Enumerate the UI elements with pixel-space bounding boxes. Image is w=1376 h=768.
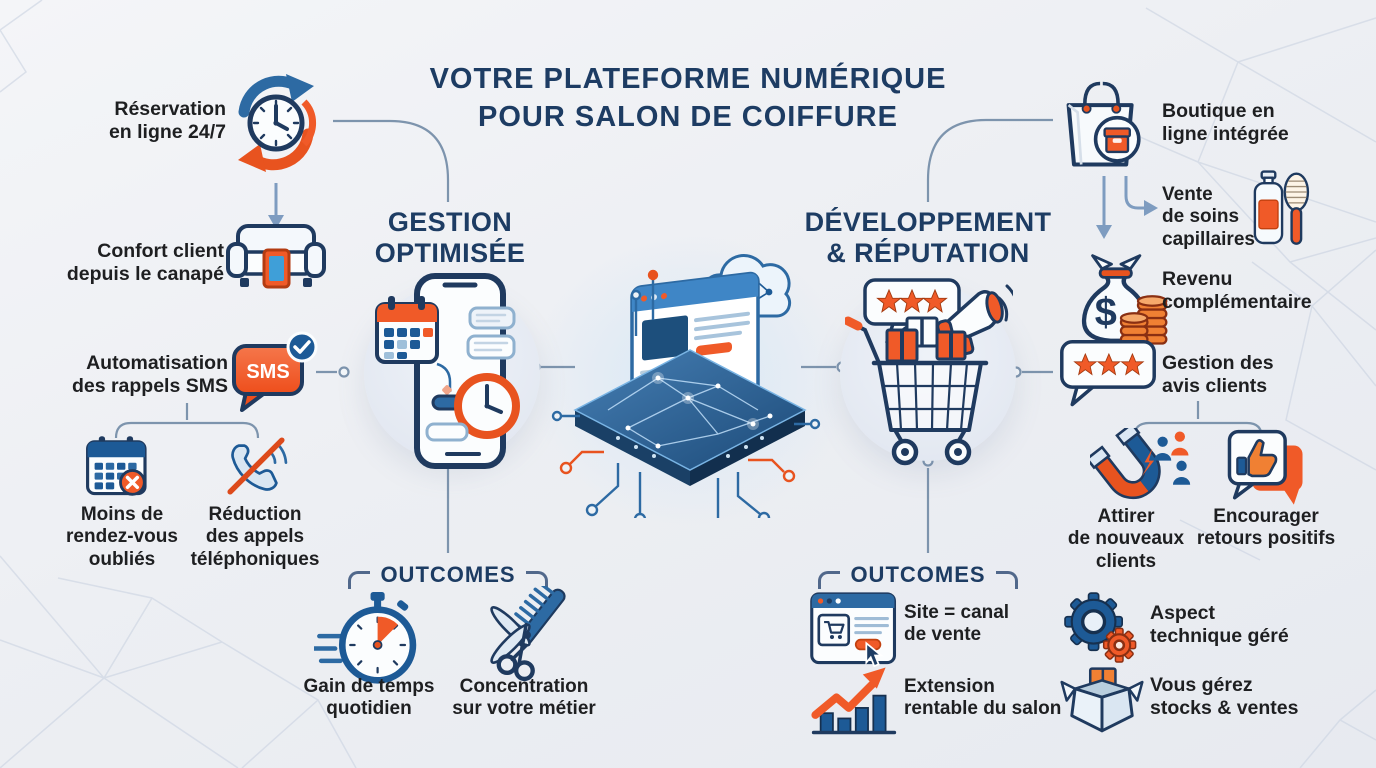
page-title: VOTRE PLATEFORME NUMÉRIQUE POUR SALON DE…: [429, 63, 947, 134]
stopwatch-icon: [314, 591, 417, 684]
revenu-label: Revenu complémentaire: [1162, 268, 1312, 313]
developpement-heading: DÉVELOPPEMENT & RÉPUTATION: [804, 207, 1052, 269]
growth-chart-icon: [811, 667, 897, 735]
attirer-label: Attirer de nouveaux clients: [1067, 506, 1185, 572]
cart-megaphone-reviews-illustration: [845, 278, 1013, 466]
reduction-label: Réduction des appels téléphoniques: [190, 504, 320, 570]
developpement-outcomes-header: OUTCOMES: [818, 562, 1018, 589]
boutique-label: Boutique en ligne intégrée: [1162, 100, 1289, 145]
open-box-icon: [1060, 667, 1144, 733]
moins-label: Moins de rendez-vous oubliés: [66, 504, 178, 570]
booking-cycle-clock-icon: [238, 74, 317, 172]
sms-bubble-icon: SMS: [232, 331, 318, 412]
phone-schedule-illustration: [375, 273, 520, 469]
avis-label: Gestion des avis clients: [1162, 352, 1274, 397]
scissors-comb-icon: [490, 586, 566, 682]
magnet-clients-icon: [1090, 428, 1191, 500]
money-bag-coins-icon: $: [1081, 254, 1168, 345]
calendar-cancel-icon: [86, 436, 147, 496]
gestion-outcomes-header: OUTCOMES: [348, 562, 548, 589]
bracket-right: [995, 571, 1018, 589]
review-stars-bubble-icon: [1060, 340, 1156, 407]
gears-icon: [1064, 592, 1137, 663]
sofa-tablet-icon: [226, 224, 326, 289]
bracket-left: [818, 571, 841, 589]
browser-cart-icon: [810, 592, 897, 668]
reservation-label: Réservation en ligne 24/7: [108, 98, 226, 143]
vente-label: Vente de soins capillaires: [1162, 184, 1255, 250]
shampoo-brush-icon: [1253, 170, 1310, 245]
curve-developpement-to-boutique: [926, 118, 1053, 202]
stocks-label: Vous gérez stocks & ventes: [1150, 674, 1299, 719]
dollar-sign: $: [1095, 291, 1117, 335]
aspect-label: Aspect technique géré: [1150, 602, 1289, 647]
phone-slash-icon: [227, 437, 288, 495]
concentration-label: Concentration sur votre métier: [452, 676, 596, 720]
encourager-label: Encourager retours positifs: [1196, 506, 1336, 550]
sms-text: SMS: [246, 361, 289, 383]
shopping-bag-icon: [1066, 81, 1141, 167]
gestion-outcomes-label: OUTCOMES: [380, 562, 516, 587]
automatisation-label: Automatisation des rappels SMS: [71, 352, 228, 397]
site-canal-label: Site = canal de vente: [904, 602, 1010, 646]
bracket-sms-split: [114, 403, 260, 439]
bracket-left: [348, 571, 371, 589]
gestion-heading: GESTION OPTIMISÉE: [374, 207, 526, 269]
gain-temps-label: Gain de temps quotidien: [303, 676, 435, 720]
laptop-cloud-platform-illustration: [551, 254, 821, 518]
confort-label: Confort client depuis le canapé: [66, 240, 224, 285]
extension-label: Extension rentable du salon: [904, 676, 1062, 720]
thumbs-up-bubble-icon: [1227, 429, 1303, 505]
bracket-right: [525, 571, 548, 589]
curve-reservation-to-gestion: [333, 119, 450, 202]
developpement-outcomes-label: OUTCOMES: [850, 562, 986, 587]
arrow-bag-to-vente: [1124, 176, 1146, 210]
